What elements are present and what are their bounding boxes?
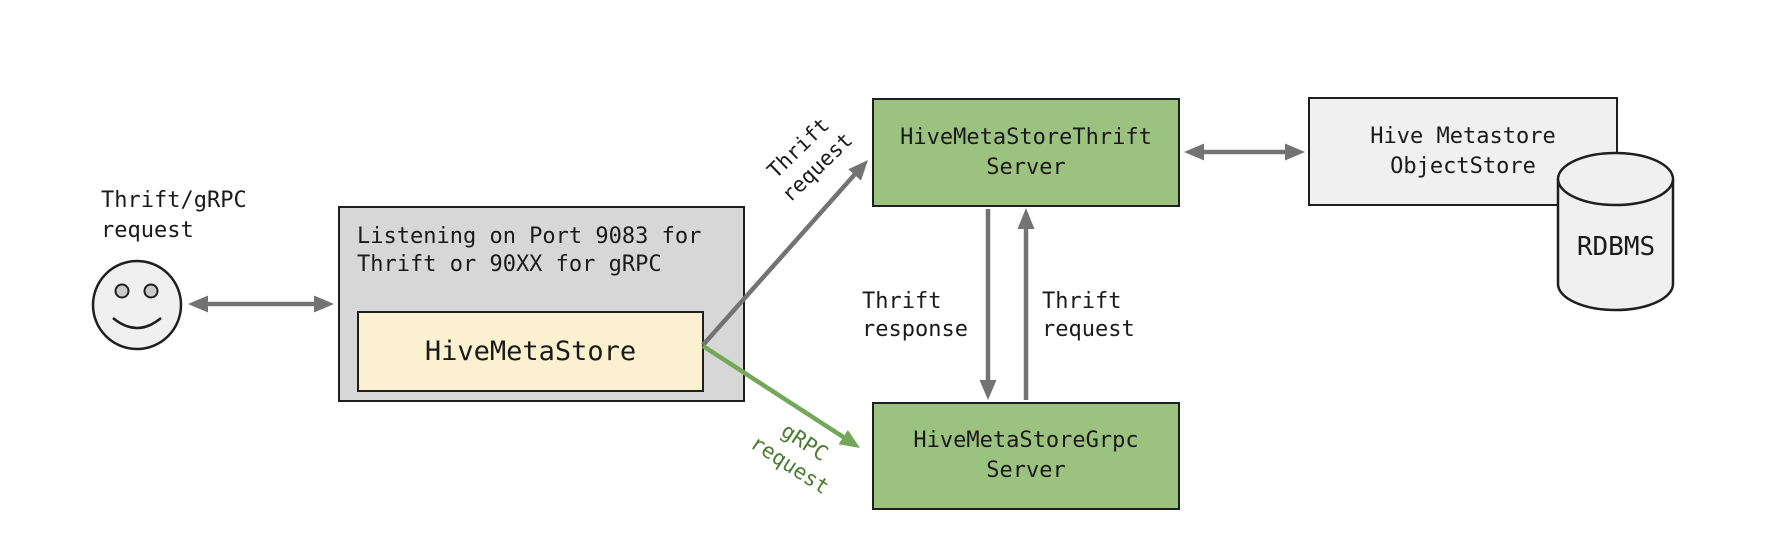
thrift-request-up-arrow [1017, 208, 1035, 400]
client-request-label-line1: Thrift/gRPC [101, 188, 247, 213]
thrift-response-label-line2: response [862, 317, 968, 342]
thrift-server-label-line2: Server [986, 154, 1066, 180]
hivemetastore-node: HiveMetaStore [357, 311, 704, 392]
hivemetastore-label: HiveMetaStore [424, 336, 637, 367]
thrift-server-node: HiveMetaStoreThrift Server [872, 98, 1180, 207]
thrift-request-vertical-label: Thrift request [1042, 288, 1135, 344]
objectstore-label-line1: Hive Metastore [1370, 123, 1556, 149]
objectstore-node: Hive Metastore ObjectStore [1308, 97, 1618, 206]
grpc-server-label-line1: HiveMetaStoreGrpc [913, 428, 1139, 453]
listener-port-text-line1: Listening on Port 9083 for [357, 224, 702, 249]
grpc-server-label-line2: Server [986, 458, 1066, 483]
listener-port-text-line2: Thrift or 90XX for gRPC [357, 252, 662, 277]
objectstore-label-line2: ObjectStore [1390, 153, 1536, 179]
rdbms-label: RDBMS [1576, 232, 1656, 262]
listener-port-text: Listening on Port 9083 for Thrift or 90X… [357, 223, 701, 279]
client-request-label-line2: request [101, 218, 194, 243]
thrift-server-label-line1: HiveMetaStoreThrift [900, 124, 1152, 150]
thrift-request-diagonal-label: Thrift request [757, 108, 858, 208]
thrift-request-vertical-label-line1: Thrift [1042, 289, 1122, 314]
thrift-response-label: Thrift response [862, 288, 968, 344]
thrift-response-down-arrow [979, 209, 997, 400]
smiley-face-icon [91, 259, 183, 351]
client-listener-arrow [188, 295, 334, 313]
grpc-request-diagonal-label: gRPC request [745, 407, 849, 500]
thrift-request-vertical-label-line2: request [1042, 317, 1135, 342]
thrift-response-label-line1: Thrift [862, 289, 942, 314]
grpc-server-node: HiveMetaStoreGrpc Server [872, 402, 1180, 510]
listener-group-box: Listening on Port 9083 for Thrift or 90X… [338, 206, 745, 402]
thrift-objectstore-arrow [1184, 143, 1305, 161]
client-request-label: Thrift/gRPC request [101, 186, 247, 246]
